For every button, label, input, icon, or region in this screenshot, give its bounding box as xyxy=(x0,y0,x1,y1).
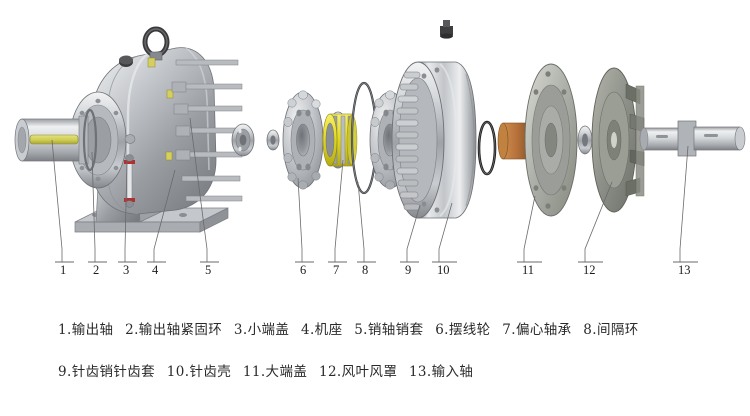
part-plug-c xyxy=(165,151,173,161)
legend-name-10: 针齿壳 xyxy=(189,364,232,380)
part-spacer-washer-small xyxy=(266,129,280,151)
legend-num-1: 1. xyxy=(58,322,72,338)
part-lifting-eye xyxy=(142,26,170,61)
legend-item-4: 4.机座 xyxy=(301,322,343,338)
legend-item-8: 8.间隔环 xyxy=(583,322,638,338)
legend-item-6: 6.摆线轮 xyxy=(435,322,490,338)
leader-lines xyxy=(51,117,698,263)
legend-item-3: 3.小端盖 xyxy=(234,322,289,338)
legend-name-1: 输出轴 xyxy=(71,322,114,338)
legend-num-9: 9. xyxy=(58,364,72,380)
part-eccentric-bearing xyxy=(322,111,358,169)
output-shaft-keyway xyxy=(29,134,79,145)
legend-name-12: 风叶风罩 xyxy=(341,364,398,380)
callout-number-12: 12 xyxy=(583,263,596,277)
legend-name-7: 偏心轴承 xyxy=(515,322,572,338)
exploded-assembly-illustration xyxy=(14,20,746,263)
legend-item-11: 11.大端盖 xyxy=(243,364,307,380)
legend-num-7: 7. xyxy=(502,322,516,338)
legend-num-5: 5. xyxy=(354,322,368,338)
callout-number-6: 6 xyxy=(300,263,307,277)
legend-item-12: 12.风叶风罩 xyxy=(319,364,397,380)
legend-name-2: 输出轴紧固环 xyxy=(138,322,223,338)
legend-name-3: 小端盖 xyxy=(247,322,290,338)
part-output-retaining-ring xyxy=(82,108,98,172)
part-o-ring xyxy=(477,120,497,176)
legend-item-9: 9.针齿销针齿套 xyxy=(58,364,155,380)
legend-num-8: 8. xyxy=(583,322,597,338)
legend-num-11: 11. xyxy=(242,364,266,380)
legend-num-4: 4. xyxy=(300,322,315,338)
legend-item-2: 2.输出轴紧固环 xyxy=(125,322,222,338)
part-pin-shafts xyxy=(171,59,243,202)
part-fan-spacer xyxy=(577,125,593,155)
part-breather-plug xyxy=(119,55,133,67)
part-bushing xyxy=(497,122,530,160)
callout-number-3: 3 xyxy=(123,263,130,277)
part-pin-teeth xyxy=(395,71,421,211)
legend-item-1: 1.输出轴 xyxy=(58,322,113,338)
legend-num-13: 13. xyxy=(408,364,432,380)
callout-number-7: 7 xyxy=(333,263,340,277)
callout-number-13: 13 xyxy=(678,263,691,277)
callout-number-8: 8 xyxy=(362,263,369,277)
parts-legend: 1.输出轴 2.输出轴紧固环 3.小端盖 4.机座 5.销轴销套 6.摆线轮 7… xyxy=(58,318,718,402)
legend-num-10: 10. xyxy=(166,364,190,380)
legend-name-13: 输入轴 xyxy=(431,364,474,380)
callout-number-9: 9 xyxy=(405,263,412,277)
legend-line-1: 1.输出轴 2.输出轴紧固环 3.小端盖 4.机座 5.销轴销套 6.摆线轮 7… xyxy=(58,318,718,338)
part-plug-b xyxy=(166,89,174,99)
legend-item-13: 13.输入轴 xyxy=(409,364,473,380)
legend-item-10: 10.针齿壳 xyxy=(167,364,231,380)
part-input-shaft xyxy=(639,120,746,157)
legend-name-5: 销轴销套 xyxy=(367,322,424,338)
legend-item-5: 5.销轴销套 xyxy=(354,322,423,338)
callout-number-5: 5 xyxy=(205,263,212,277)
legend-num-12: 12. xyxy=(318,364,342,380)
callout-number-10: 10 xyxy=(437,263,450,277)
callout-number-2: 2 xyxy=(93,263,100,277)
part-cycloid-disc-a xyxy=(282,90,324,190)
legend-line-2: 9.针齿销针齿套 10.针齿壳 11.大端盖 12.风叶风罩 13.输入轴 xyxy=(58,360,718,380)
part-pin-gear-housing xyxy=(391,61,477,219)
legend-name-4: 机座 xyxy=(314,322,343,338)
legend-num-6: 6. xyxy=(435,322,449,338)
legend-name-9: 针齿销针齿套 xyxy=(71,364,156,380)
part-fan-cover xyxy=(591,67,645,213)
legend-num-2: 2. xyxy=(125,322,139,338)
legend-num-3: 3. xyxy=(233,322,248,338)
part-plug-a xyxy=(147,57,156,68)
callout-number-11: 11 xyxy=(522,263,535,277)
legend-item-7: 7.偏心轴承 xyxy=(502,322,571,338)
part-oil-sight-tube xyxy=(124,134,136,208)
callout-number-4: 4 xyxy=(152,263,159,277)
part-output-shaft xyxy=(14,115,89,165)
part-housing-screw xyxy=(440,20,453,39)
legend-name-8: 间隔环 xyxy=(596,322,639,338)
part-large-end-cover xyxy=(497,63,578,217)
legend-name-6: 摆线轮 xyxy=(448,322,491,338)
legend-name-11: 大端盖 xyxy=(265,364,308,380)
part-gearbox-housing-assembly xyxy=(14,26,243,233)
part-pin-sleeve-small-bearing xyxy=(231,123,255,157)
callout-number-1: 1 xyxy=(60,263,67,277)
